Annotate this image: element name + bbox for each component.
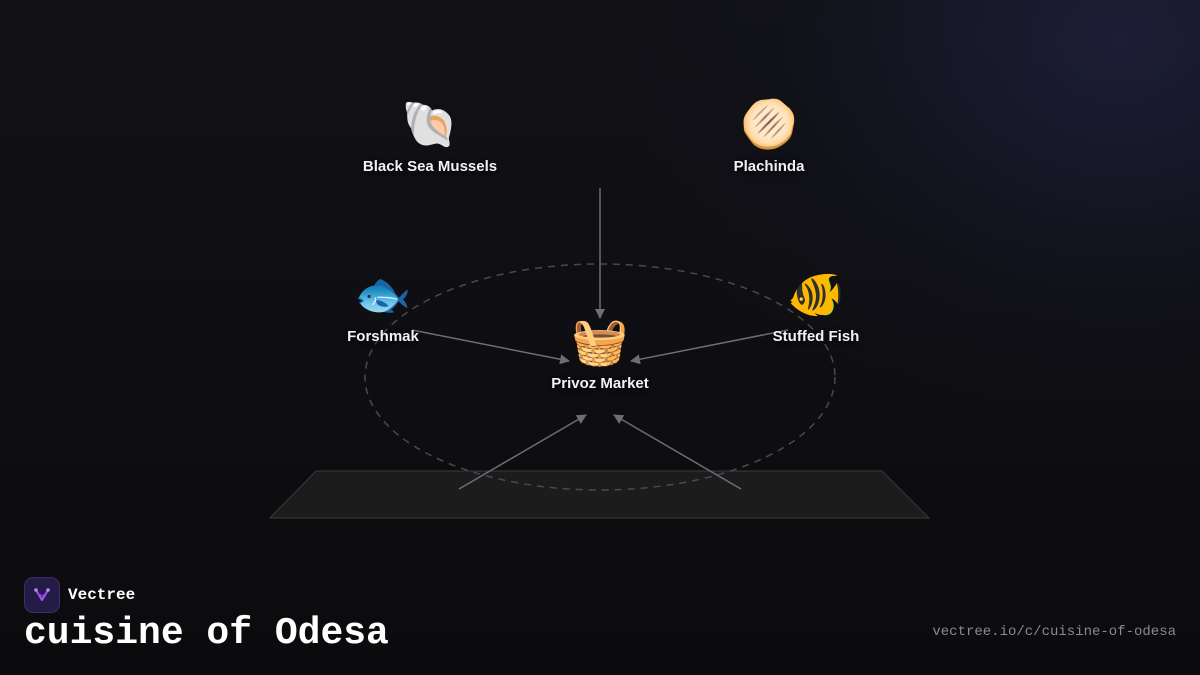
arrow-platform-left-to-market: [458, 414, 587, 490]
brand: Vectree: [24, 577, 135, 613]
shell-icon: 🐚: [401, 97, 459, 151]
node-label: Black Sea Mussels: [362, 158, 498, 175]
node-label: Stuffed Fish: [772, 328, 860, 345]
arrow-forshmak-to-market: [411, 329, 570, 365]
center-label: Privoz Market: [551, 375, 649, 392]
arrow-stuffed-fish-to-market: [630, 329, 789, 365]
node-label: Forshmak: [347, 328, 419, 345]
arrow-platform-right-to-market: [613, 414, 742, 490]
basket-icon: 🧺: [571, 314, 629, 368]
node-forshmak: 🐟 Forshmak: [347, 266, 419, 345]
flatbread-icon: 🫓: [740, 97, 798, 151]
node-label: Plachinda: [733, 158, 805, 175]
node-privoz-market: 🧺 Privoz Market: [551, 313, 649, 392]
node-stuffed-fish: 🐠 Stuffed Fish: [773, 266, 860, 345]
tropical-fish-icon: 🐠: [787, 267, 845, 321]
page-title: cuisine of Odesa: [24, 612, 389, 655]
fish-icon: 🐟: [354, 267, 412, 321]
node-plachinda: 🫓 Plachinda: [734, 96, 805, 175]
brand-name: Vectree: [68, 586, 136, 604]
vectree-logo-icon: [24, 577, 60, 613]
platform: [268, 470, 931, 519]
page-url[interactable]: vectree.io/c/cuisine-of-odesa: [932, 624, 1176, 640]
node-black-sea-mussels: 🐚 Black Sea Mussels: [363, 96, 497, 175]
orbit-ellipse: [364, 263, 836, 491]
